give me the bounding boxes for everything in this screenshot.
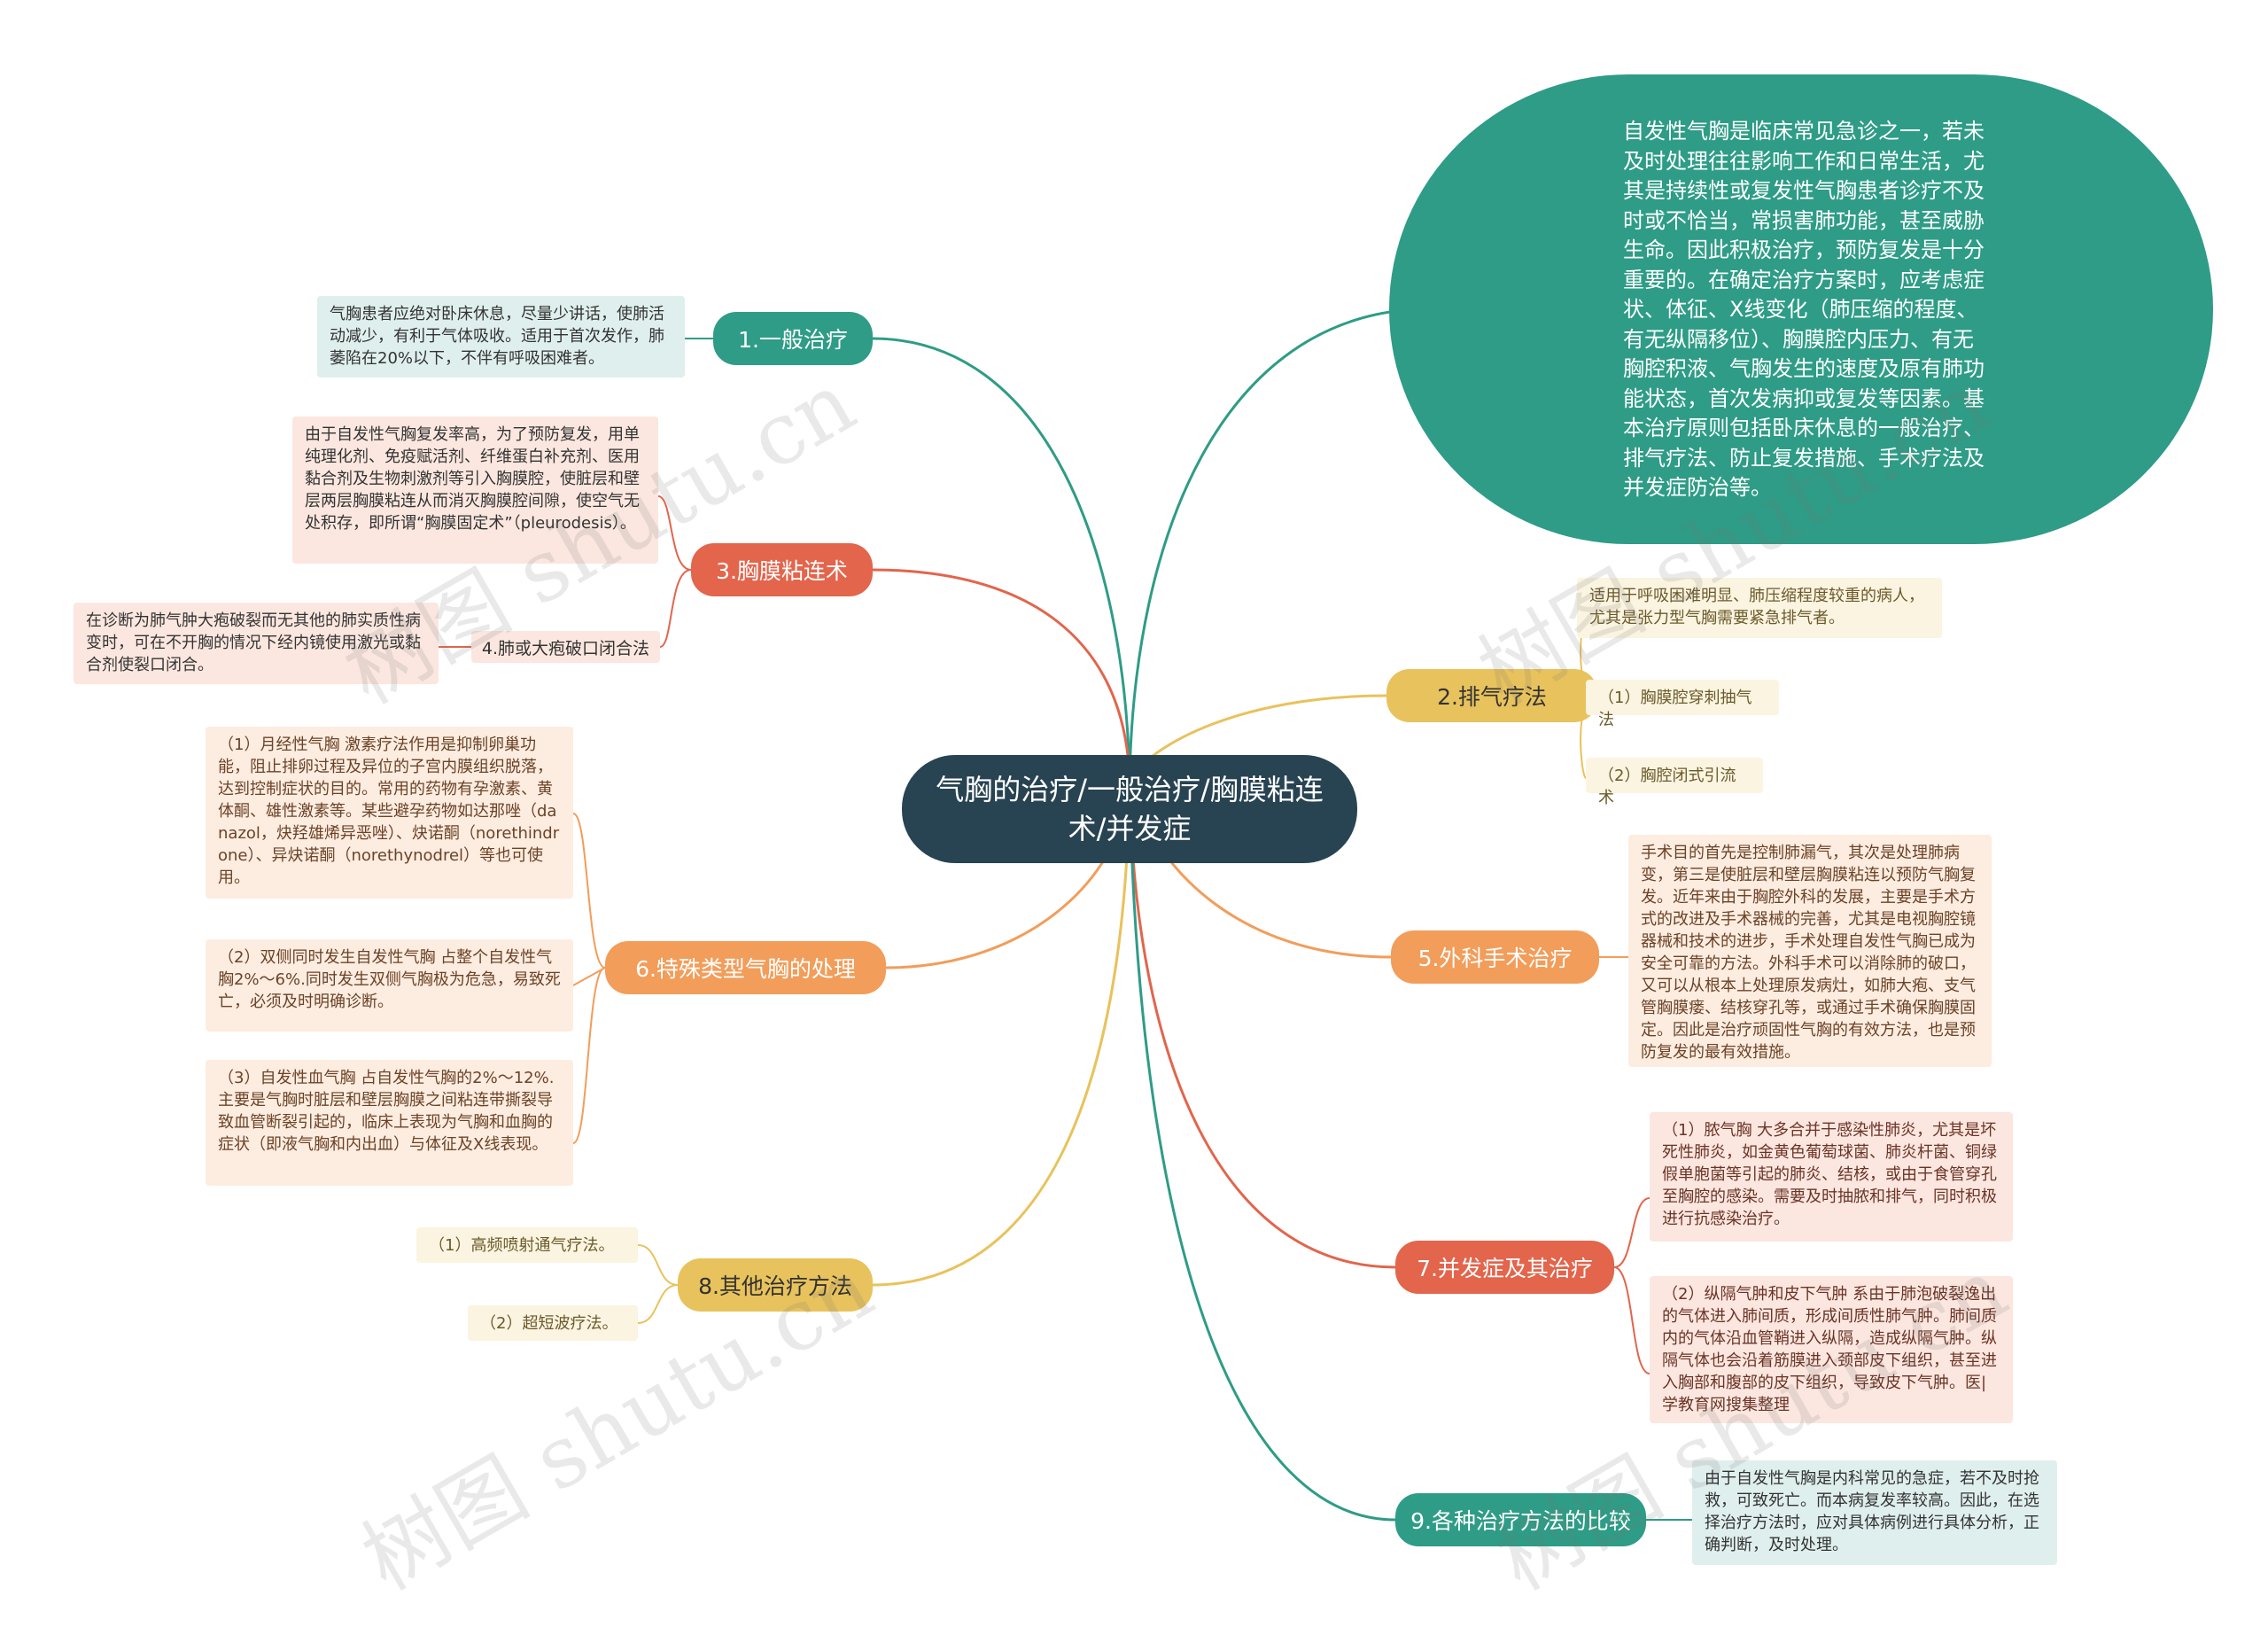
- note-text: 由于自发性气胸是内科常见的急症，若不及时抢救，可致死亡。而本病复发率较高。因此，…: [1705, 1469, 2039, 1554]
- other-item-ultrashortwave: （2）超短波疗法。: [468, 1305, 638, 1341]
- link-b7-items: [1613, 1197, 1651, 1374]
- link-b8-items: [637, 1244, 679, 1324]
- exhaust-item-drainage: （2）胸腔闭式引流术: [1586, 758, 1763, 807]
- complication-item-emphysema: （2）纵隔气肿和皮下气肿 系由于肺泡破裂逸出的气体进入肺间质，形成间质性肺气肿。…: [1650, 1276, 2013, 1423]
- branch-other-methods[interactable]: 8.其他治疗方法: [678, 1258, 873, 1312]
- link-b3-b4: [659, 569, 692, 648]
- branch-exhaust-therapy[interactable]: 2.排气疗法: [1386, 669, 1597, 722]
- intro-bubble[interactable]: 自发性气胸是临床常见急诊之一，若未及时处理往往影响工作和日常生活，尤其是持续性或…: [1389, 74, 2213, 544]
- item-text: （1）胸膜腔穿刺抽气法: [1598, 689, 1752, 729]
- general-treatment-note: 气胸患者应绝对卧床休息，尽量少讲话，使肺活动减少，有利于气体吸收。适用于首次发作…: [317, 296, 685, 378]
- link-intro: [1128, 308, 1405, 781]
- other-item-hfjv: （1）高频喷射通气疗法。: [416, 1227, 638, 1263]
- comparison-note: 由于自发性气胸是内科常见的急症，若不及时抢救，可致死亡。而本病复发率较高。因此，…: [1692, 1460, 2057, 1565]
- item-text: （2）双侧同时发生自发性气胸 占整个自发性气胸2%～6%.同时发生双侧气胸极为危…: [218, 948, 561, 1011]
- link-b7: [1128, 779, 1396, 1269]
- root-topic[interactable]: 气胸的治疗/一般治疗/胸膜粘连术/并发症: [902, 755, 1357, 863]
- note-text: 手术目的首先是控制肺漏气，其次是处理肺病变，第三是使脏层和壁层胸膜粘连以预防气胸…: [1641, 844, 1976, 1062]
- item-text: （2）胸腔闭式引流术: [1598, 767, 1736, 807]
- special-item-hemopneumothorax: （3）自发性血气胸 占自发性气胸的2%～12%.主要是气胸时脏层和壁层胸膜之间粘…: [206, 1060, 573, 1186]
- note-text: 在诊断为肺气肿大疱破裂而无其他的肺实质性病变时，可在不开胸的情况下经内镜使用激光…: [86, 611, 421, 674]
- complication-item-pyopneumothorax: （1）脓气胸 大多合并于感染性肺炎，尤其是坏死性肺炎，如金黄色葡萄球菌、肺炎杆菌…: [1650, 1112, 2013, 1242]
- link-b3: [872, 568, 1131, 781]
- branch-label: 2.排气疗法: [1437, 684, 1547, 710]
- exhaust-item-thoracentesis: （1）胸膜腔穿刺抽气法: [1586, 680, 1779, 729]
- pleurodesis-note: 由于自发性气胸复发率高，为了预防复发，用单纯理化剂、免疫赋活剂、纤维蛋白补充剂、…: [292, 417, 658, 564]
- link-b1: [872, 337, 1131, 781]
- surgery-note: 手术目的首先是控制肺漏气，其次是处理肺病变，第三是使脏层和壁层胸膜粘连以预防气胸…: [1628, 835, 1992, 1067]
- closure-note: 在诊断为肺气肿大疱破裂而无其他的肺实质性病变时，可在不开胸的情况下经内镜使用激光…: [74, 603, 439, 684]
- note-text: 气胸患者应绝对卧床休息，尽量少讲话，使肺活动减少，有利于气体吸收。适用于首次发作…: [330, 305, 664, 368]
- link-b8: [872, 779, 1131, 1287]
- branch-comparison[interactable]: 9.各种治疗方法的比较: [1395, 1493, 1646, 1546]
- item-text: （1）月经性气胸 激素疗法作用是抑制卵巢功能，阻止排卵过程及异位的子宫内膜组织脱…: [218, 736, 560, 887]
- special-item-bilateral: （2）双侧同时发生自发性气胸 占整个自发性气胸2%～6%.同时发生双侧气胸极为危…: [206, 939, 573, 1032]
- note-text: 由于自发性气胸复发率高，为了预防复发，用单纯理化剂、免疫赋活剂、纤维蛋白补充剂、…: [305, 425, 640, 533]
- branch-label: 3.胸膜粘连术: [716, 558, 848, 584]
- link-b9: [1128, 779, 1396, 1522]
- branch-surgery[interactable]: 5.外科手术治疗: [1391, 930, 1599, 984]
- root-title: 气胸的治疗/一般治疗/胸膜粘连术/并发症: [936, 773, 1324, 845]
- branch-special-types[interactable]: 6.特殊类型气胸的处理: [605, 941, 886, 994]
- branch-label: 6.特殊类型气胸的处理: [635, 956, 856, 982]
- item-text: （2）超短波疗法。: [480, 1314, 618, 1333]
- branch-closure[interactable]: 4.肺或大疱破口闭合法: [471, 631, 660, 663]
- branch-label: 7.并发症及其治疗: [1417, 1256, 1593, 1281]
- item-text: （2）纵隔气肿和皮下气肿 系由于肺泡破裂逸出的气体进入肺间质，形成间质性肺气肿。…: [1662, 1285, 1997, 1414]
- branch-label: 4.肺或大疱破口闭合法: [481, 638, 650, 658]
- branch-label: 1.一般治疗: [738, 327, 848, 353]
- branch-complications[interactable]: 7.并发症及其治疗: [1395, 1241, 1614, 1294]
- branch-pleurodesis[interactable]: 3.胸膜粘连术: [691, 543, 873, 596]
- item-text: （1）脓气胸 大多合并于感染性肺炎，尤其是坏死性肺炎，如金黄色葡萄球菌、肺炎杆菌…: [1662, 1121, 1997, 1228]
- branch-label: 5.外科手术治疗: [1418, 946, 1573, 971]
- special-item-catamenial: （1）月经性气胸 激素疗法作用是抑制卵巢功能，阻止排卵过程及异位的子宫内膜组织脱…: [206, 727, 573, 899]
- branch-label: 9.各种治疗方法的比较: [1410, 1508, 1631, 1534]
- link-b3-note: [657, 495, 692, 571]
- branch-general-treatment[interactable]: 1.一般治疗: [713, 312, 873, 365]
- note-text: 适用于呼吸困难明显、肺压缩程度较重的病人，尤其是张力型气胸需要紧急排气者。: [1589, 587, 1924, 627]
- exhaust-therapy-note: 适用于呼吸困难明显、肺压缩程度较重的病人，尤其是张力型气胸需要紧急排气者。: [1577, 578, 1942, 638]
- link-b6-items: [572, 813, 606, 1144]
- item-text: （3）自发性血气胸 占自发性气胸的2%～12%.主要是气胸时脏层和壁层胸膜之间粘…: [218, 1069, 555, 1154]
- item-text: （1）高频喷射通气疗法。: [429, 1236, 615, 1255]
- intro-text: 自发性气胸是临床常见急诊之一，若未及时处理往往影响工作和日常生活，尤其是持续性或…: [1623, 119, 1984, 500]
- branch-label: 8.其他治疗方法: [698, 1273, 852, 1299]
